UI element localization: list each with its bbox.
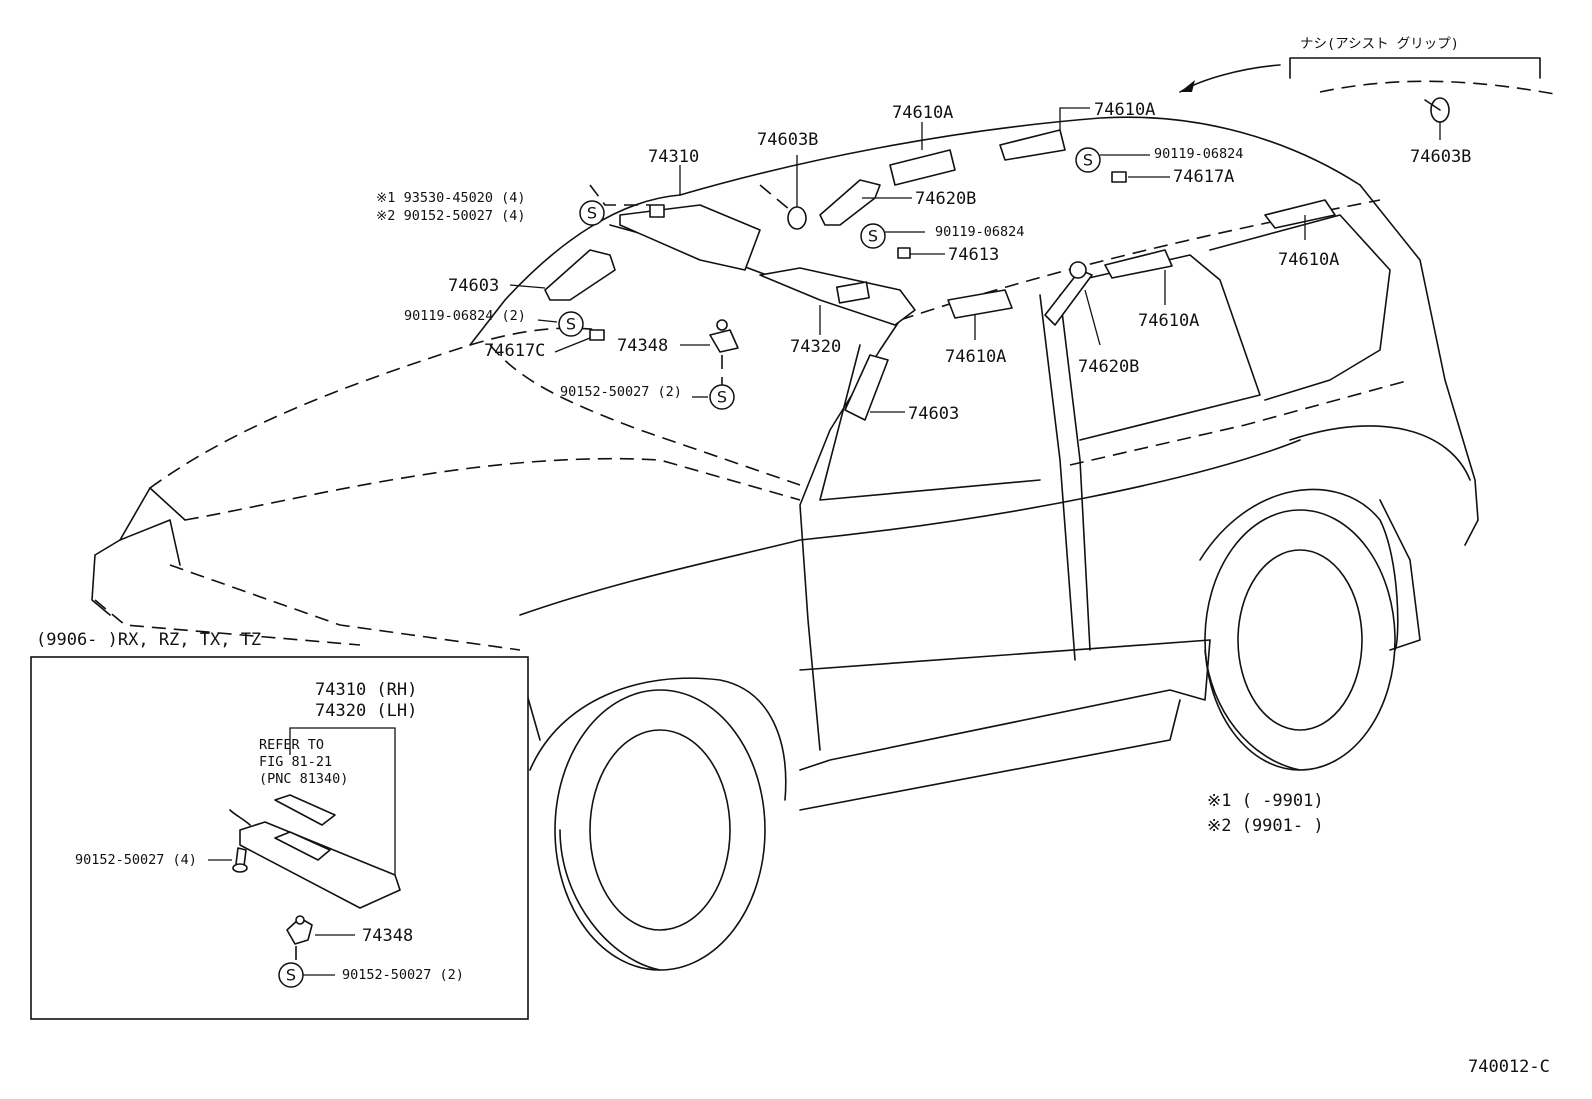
screw-note-1: ※1 93530-45020 (4) — [376, 190, 525, 206]
sun-visor-lh — [759, 267, 916, 326]
s-symbol-icon — [558, 311, 584, 337]
callout-74620B-1: 74620B — [915, 189, 976, 209]
inset-visor-rh: 74310 (RH) — [315, 680, 417, 700]
cap-74617C — [589, 329, 605, 341]
assist-grip-74603-front — [544, 249, 616, 301]
inset-panel: (9906- )RX, RZ, TX, TZ 74310 (RH) 74320 … — [30, 630, 529, 1020]
s-symbol-text: S — [717, 388, 727, 407]
assist-grip-74610A-1 — [889, 149, 956, 186]
inset-refer-2: FIG 81-21 — [259, 754, 332, 770]
vanity-mirror — [274, 794, 336, 826]
s-symbol-text: S — [587, 204, 597, 223]
assist-grip-74610A-4 — [1104, 249, 1173, 279]
callout-90119-06824-b: 90119-06824 — [935, 224, 1024, 240]
callout-74348: 74348 — [617, 336, 668, 356]
inset-visor-lh: 74320 (LH) — [315, 701, 417, 721]
inset-sun-visor — [239, 821, 401, 909]
callout-74617C: 74617C — [484, 341, 545, 361]
callout-74603B-right: 74603B — [1410, 147, 1471, 167]
japanese-note-text: ナシ(アシスト グリップ) — [1300, 36, 1459, 52]
no-assist-grip-note: ナシ(アシスト グリップ) 74603B — [1179, 36, 1561, 167]
clip-74603B — [787, 206, 807, 230]
assist-grip-74620B-side — [1044, 261, 1093, 326]
sun-visor-rh — [619, 204, 761, 271]
callout-74610A-4: 74610A — [1138, 311, 1199, 331]
s-symbol-text: S — [286, 966, 296, 985]
callout-90119-06824-2: 90119-06824 (2) — [404, 308, 526, 324]
s-symbol-text: S — [1083, 151, 1093, 170]
inset-screw-icon — [232, 847, 248, 873]
screw-note-2: ※2 90152-50027 (4) — [376, 208, 525, 224]
figure-id: 740012-C — [1468, 1057, 1550, 1077]
callout-74610A-5: 74610A — [945, 347, 1006, 367]
s-symbol-text: S — [566, 315, 576, 334]
s-symbol-icon — [860, 223, 886, 249]
callout-74610A-1: 74610A — [892, 103, 953, 123]
cap-74613 — [897, 247, 911, 259]
arrow-icon — [1179, 64, 1281, 93]
legend-note-1: ※1 ( -9901) — [1207, 791, 1324, 811]
callout-74613: 74613 — [948, 245, 999, 265]
inset-applicability: (9906- )RX, RZ, TX, TZ — [36, 630, 261, 650]
inset-holder-label: 74348 — [362, 926, 413, 946]
vehicle-outline — [91, 116, 1479, 971]
legend: ※1 ( -9901) ※2 (9901- ) — [1207, 791, 1324, 836]
inset-holder-icon — [286, 915, 313, 945]
cap-74617A — [1111, 171, 1127, 183]
inset-screw-label: 90152-50027 (4) — [75, 852, 197, 868]
assist-grip-74603-pillar — [844, 354, 889, 421]
callout-74320: 74320 — [790, 337, 841, 357]
inset-refer-3: (PNC 81340) — [259, 771, 348, 787]
callout-74620B-2: 74620B — [1078, 357, 1139, 377]
callout-90152-50027-2: 90152-50027 (2) — [560, 384, 682, 400]
inset-refer-1: REFER TO — [259, 737, 324, 753]
callout-74617A: 74617A — [1173, 167, 1234, 187]
visor-holder-74348 — [709, 319, 739, 353]
assist-grip-74610A-3 — [1264, 199, 1336, 229]
clip-74603B-part — [1424, 97, 1450, 123]
assist-grip-74620B-roof — [819, 179, 881, 226]
s-symbol-icon — [709, 384, 735, 410]
inset-bolt-label: 90152-50027 (2) — [342, 967, 464, 983]
callout-74310: 74310 — [648, 147, 699, 167]
s-symbol-icon — [1075, 147, 1101, 173]
callout-74603-2: 74603 — [908, 404, 959, 424]
callout-74610A-3: 74610A — [1278, 250, 1339, 270]
s-symbol-icon — [579, 200, 605, 226]
arrow-head-icon — [1180, 80, 1195, 92]
callout-74603B-top: 74603B — [757, 130, 818, 150]
s-symbol-text: S — [868, 227, 878, 246]
callout-74603-1: 74603 — [448, 276, 499, 296]
assist-grip-74610A-5 — [947, 289, 1013, 319]
legend-note-2: ※2 (9901- ) — [1207, 816, 1324, 836]
callout-74610A-2: 74610A — [1094, 100, 1155, 120]
callout-90119-06824-a: 90119-06824 — [1154, 146, 1243, 162]
assist-grip-74610A-2 — [999, 129, 1066, 161]
